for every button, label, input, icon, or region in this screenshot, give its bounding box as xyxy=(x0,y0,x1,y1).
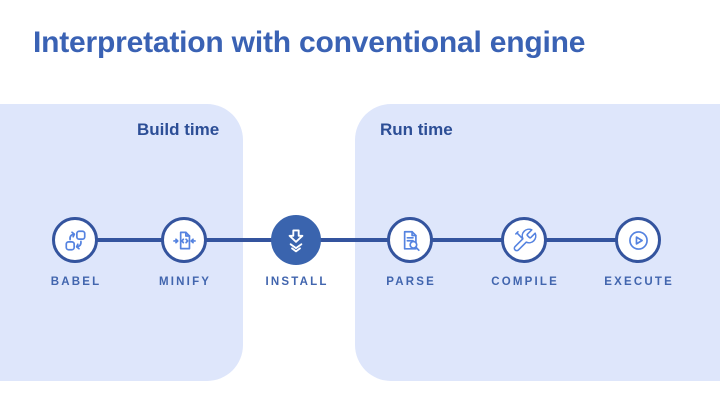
compile-node xyxy=(501,217,547,263)
step-label-execute: EXECUTE xyxy=(604,276,674,288)
tools-icon xyxy=(513,228,536,251)
pipeline-step-minify: MINIFY xyxy=(139,217,229,288)
build-time-label: Build time xyxy=(137,120,220,139)
parse-node xyxy=(387,217,433,263)
step-label-parse: PARSE xyxy=(386,276,436,288)
pipeline-step-compile: COMPILE xyxy=(479,217,569,288)
page-title: Interpretation with conventional engine xyxy=(33,26,586,59)
install-node xyxy=(271,215,321,265)
pipeline-step-babel: BABEL xyxy=(30,217,120,288)
transform-icon xyxy=(64,229,86,251)
pipeline-step-execute: EXECUTE xyxy=(593,217,683,288)
execute-node xyxy=(615,217,661,263)
babel-node xyxy=(52,217,98,263)
run-time-label: Run time xyxy=(380,120,453,139)
document-search-icon xyxy=(403,230,420,251)
step-label-install: INSTALL xyxy=(265,276,329,288)
step-label-minify: MINIFY xyxy=(159,276,212,288)
pipeline-connector-line xyxy=(75,238,638,242)
step-label-compile: COMPILE xyxy=(491,276,559,288)
play-icon xyxy=(628,230,648,250)
pipeline-step-parse: PARSE xyxy=(365,217,455,288)
pipeline-step-install: INSTALL xyxy=(251,215,341,288)
minify-node xyxy=(161,217,207,263)
minify-document-icon xyxy=(172,231,196,249)
step-label-babel: BABEL xyxy=(50,276,102,288)
download-icon xyxy=(288,229,304,253)
